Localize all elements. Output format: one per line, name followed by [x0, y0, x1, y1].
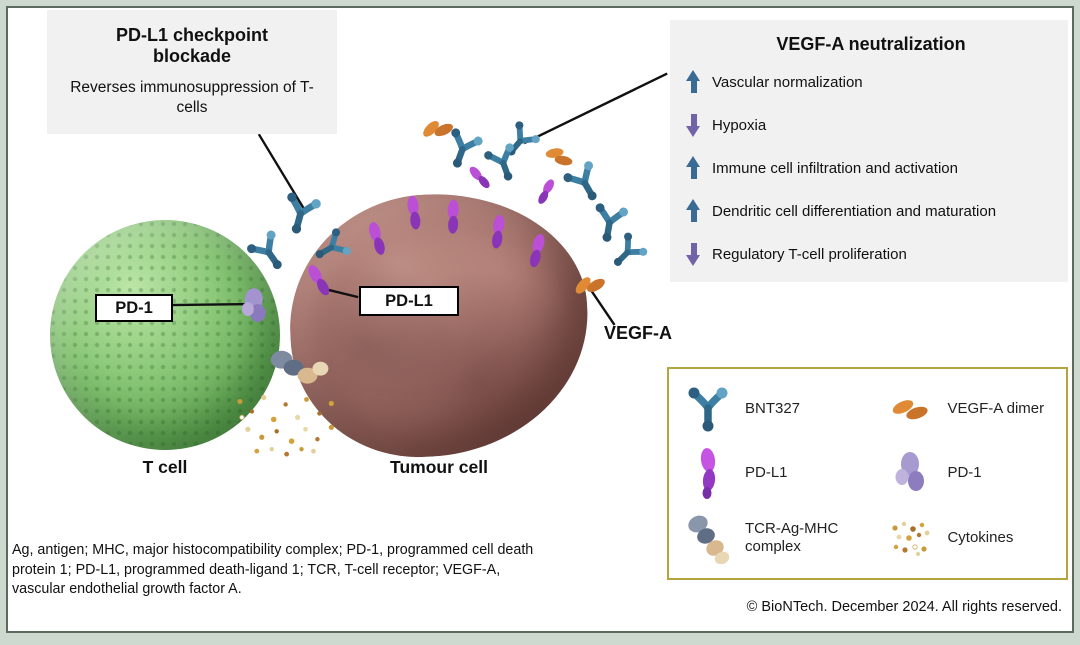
- bnt327-antibody-icon: [683, 384, 733, 434]
- vegfa-pointer-line: [590, 290, 616, 326]
- legend-item-vegf-a-dimer: VEGF-A dimer: [885, 380, 1060, 438]
- vegf-effect-label: Immune cell infiltration and activation: [712, 159, 958, 177]
- vegf-effect-label: Dendritic cell differentiation and matur…: [712, 202, 997, 220]
- vegf-a-dimer-icon: [885, 393, 935, 425]
- vegf-effect-row: Vascular normalization: [686, 70, 1056, 94]
- tcr-ag-mhc-icon: [683, 512, 733, 564]
- vegf-pointer-line: [523, 72, 668, 145]
- legend-item-bnt327: BNT327: [683, 380, 885, 438]
- diagram-canvas: PD-L1 checkpoint blockade Reverses immun…: [6, 6, 1074, 633]
- down-arrow-icon: [686, 113, 701, 138]
- legend-item-pd-l1: PD-L1: [683, 444, 885, 502]
- tumour-cell-label: Tumour cell: [390, 457, 488, 477]
- vegf-neutralization-box: VEGF-A neutralization Vascular normaliza…: [670, 20, 1068, 282]
- checkpoint-pointer-line: [257, 133, 306, 211]
- up-arrow-icon: [686, 70, 701, 94]
- copyright-text: © BioNTech. December 2024. All rights re…: [746, 599, 1062, 615]
- legend-item-tcr-ag-mhc: TCR-Ag-MHC complex: [683, 509, 885, 567]
- legend-box: BNT327 VEGF-A dimer: [667, 367, 1068, 580]
- legend-item-cytokines: Cytokines: [885, 509, 1060, 567]
- pd-l1-icon: [683, 447, 733, 500]
- t-cell-label: T cell: [142, 457, 188, 477]
- up-arrow-icon: [686, 156, 701, 180]
- legend-label: BNT327: [745, 400, 801, 418]
- legend-label: PD-1: [947, 464, 982, 482]
- t-cell: [50, 220, 280, 450]
- tumour-cell: [283, 186, 595, 464]
- vegfa-label: VEGF-A: [604, 323, 673, 343]
- up-arrow-icon: [686, 199, 701, 223]
- vegf-effect-row: Immune cell infiltration and activation: [686, 156, 1056, 180]
- vegf-effect-label: Hypoxia: [712, 116, 767, 134]
- legend-label: Cytokines: [947, 528, 1014, 546]
- pdl1-label: PD-L1: [359, 286, 459, 316]
- checkpoint-box-title: PD-L1 checkpoint blockade: [115, 25, 269, 67]
- vegf-box-title: VEGF-A neutralization: [776, 34, 966, 54]
- legend-label: TCR-Ag-MHC complex: [745, 519, 839, 555]
- vegf-effect-row: Hypoxia: [686, 113, 1056, 138]
- pd-1-icon: [885, 449, 935, 497]
- pdl1-checkpoint-box: PD-L1 checkpoint blockade Reverses immun…: [47, 10, 337, 134]
- vegf-effect-label: Regulatory T-cell proliferation: [712, 245, 907, 263]
- legend-label: PD-L1: [745, 464, 788, 482]
- pd1-label: PD-1: [95, 294, 173, 322]
- abbreviations-text: Ag, antigen; MHC, major histocompatibili…: [12, 542, 534, 598]
- checkpoint-box-subtitle: Reverses immunosuppression of T-cells: [70, 79, 314, 116]
- cytokines-icon: [885, 518, 935, 558]
- vegf-effect-row: Regulatory T-cell proliferation: [686, 242, 1056, 267]
- down-arrow-icon: [686, 242, 701, 267]
- legend-label: VEGF-A dimer: [947, 400, 1045, 418]
- vegf-effect-label: Vascular normalization: [712, 73, 863, 91]
- vegf-effect-row: Dendritic cell differentiation and matur…: [686, 199, 1056, 223]
- legend-item-pd-1: PD-1: [885, 444, 1060, 502]
